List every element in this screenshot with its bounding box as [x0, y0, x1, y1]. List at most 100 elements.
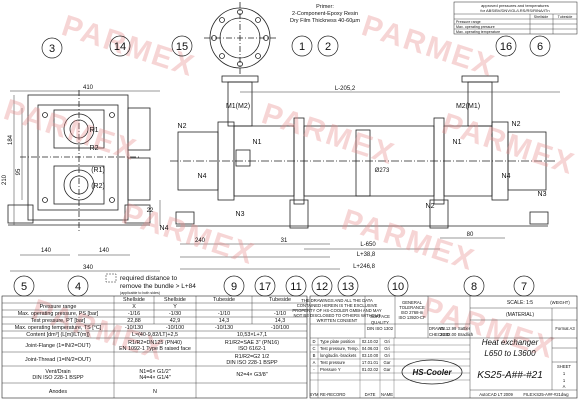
svg-text:Test pressure, PT [bar]: Test pressure, PT [bar]	[31, 318, 86, 324]
svg-text:Tubeside: Tubeside	[213, 297, 235, 303]
dimension-labels: 410 L-205,2 184 210 95 22 140 140 340 24…	[2, 85, 474, 271]
balloon-2: 2	[317, 35, 339, 57]
svg-text:N2: N2	[426, 203, 435, 210]
revision-history: D Type plate position 02.10.02 Gri C Tes…	[309, 338, 470, 398]
svg-text:L+246,8: L+246,8	[353, 264, 376, 270]
svg-text:L+38,8: L+38,8	[357, 252, 376, 258]
svg-text:Gri: Gri	[384, 353, 390, 358]
svg-text:210: 210	[2, 174, 8, 185]
removal-note: required distance to remove the bundle >…	[105, 273, 196, 295]
svg-text:N4: N4	[198, 173, 207, 180]
svg-text:SHEET: SHEET	[557, 364, 571, 369]
svg-text:10,53×L+7,1: 10,53×L+7,1	[237, 332, 267, 338]
svg-text:(applicable to both sides): (applicable to both sides)	[120, 291, 160, 295]
svg-text:Max. operating temperature, TS: Max. operating temperature, TS [°C]	[15, 325, 102, 331]
svg-text:01.02.02: 01.02.02	[362, 367, 379, 372]
svg-text:2-Component-Epoxy Resin: 2-Component-Epoxy Resin	[292, 11, 358, 17]
svg-text:02.12.99: 02.12.99	[440, 326, 457, 331]
svg-text:QUALITY: QUALITY	[371, 320, 389, 325]
svg-text:Tubeside: Tubeside	[269, 297, 291, 303]
svg-text:-10/130: -10/130	[125, 325, 143, 331]
title-block: THE DRAWINGS AND ALL THE DATA CONTAINED …	[292, 295, 578, 399]
svg-text:-10/100: -10/100	[166, 325, 184, 331]
balloon-14: 14	[109, 35, 131, 57]
svg-text:Pressure range: Pressure range	[456, 20, 481, 24]
svg-text:Joint-Flange (1=IN/2=OUT): Joint-Flange (1=IN/2=OUT)	[25, 343, 91, 349]
svg-text:9: 9	[231, 281, 237, 293]
svg-text:N2=4× G3/8": N2=4× G3/8"	[236, 372, 267, 378]
svg-text:(R2): (R2)	[91, 183, 105, 190]
svg-text:1: 1	[563, 371, 566, 376]
svg-text:N: N	[153, 389, 157, 395]
svg-text:DIN ISO 1302: DIN ISO 1302	[367, 326, 394, 331]
svg-text:B: B	[313, 353, 316, 358]
svg-text:Anodes: Anodes	[49, 389, 68, 395]
svg-text:12: 12	[316, 281, 328, 293]
svg-text:21.02.00: 21.02.00	[440, 332, 457, 337]
svg-text:22: 22	[147, 208, 154, 214]
svg-text:L650 to L3600: L650 to L3600	[484, 349, 536, 358]
svg-text:A: A	[313, 360, 316, 365]
svg-text:(R1): (R1)	[91, 167, 105, 174]
svg-text:04.06.03: 04.06.03	[362, 346, 379, 351]
svg-text:1: 1	[563, 378, 566, 383]
svg-text:CHECKED: CHECKED	[429, 332, 449, 337]
svg-text:M1(M2): M1(M2)	[226, 103, 250, 110]
balloon-1: 1	[291, 35, 313, 57]
svg-text:Shellside: Shellside	[164, 297, 186, 303]
svg-text:Bradlich: Bradlich	[458, 332, 474, 337]
svg-text:4: 4	[75, 281, 81, 293]
balloon-3: 3	[41, 37, 63, 59]
svg-text:Shellside: Shellside	[123, 297, 145, 303]
svg-text:Gri: Gri	[384, 346, 390, 351]
svg-text:R1/R2=G2 1/2: R1/R2=G2 1/2	[235, 354, 270, 360]
svg-text:C: C	[312, 346, 315, 351]
svg-text:N4=4× G1/4": N4=4× G1/4"	[139, 375, 170, 381]
svg-text:N2: N2	[178, 123, 187, 130]
svg-text:Vent/Drain: Vent/Drain	[45, 369, 70, 375]
svg-text:L-650: L-650	[360, 242, 376, 248]
svg-text:17: 17	[259, 281, 271, 293]
svg-text:Content [dm³] (L[m]/LT(m]): Content [dm³] (L[m]/LT(m])	[26, 332, 90, 338]
svg-text:140: 140	[41, 248, 52, 254]
svg-text:remove the bundle > L+84: remove the bundle > L+84	[120, 283, 196, 290]
svg-text:N3: N3	[538, 191, 547, 198]
svg-text:R1/R2=DN125 (PN40): R1/R2=DN125 (PN40)	[128, 340, 182, 346]
svg-text:-1/10: -1/10	[218, 311, 230, 317]
svg-text:Heat exchanger: Heat exchanger	[482, 338, 539, 347]
svg-text:ISO 2768-m: ISO 2768-m	[401, 310, 424, 315]
svg-text:N3: N3	[236, 211, 245, 218]
svg-text:WRITTEN CONSENT: WRITTEN CONSENT	[317, 318, 358, 323]
svg-text:SURFACE: SURFACE	[370, 314, 390, 319]
svg-text:6: 6	[537, 41, 543, 53]
svg-text:(MATERIAL): (MATERIAL)	[506, 312, 534, 318]
svg-text:14: 14	[114, 41, 126, 53]
svg-text:3: 3	[49, 43, 55, 55]
svg-text:DATE: DATE	[365, 392, 376, 397]
dimension-lines	[10, 90, 560, 272]
svg-text:N4: N4	[502, 173, 511, 180]
svg-text:11: 11	[290, 281, 301, 293]
svg-text:-10/130: -10/130	[215, 325, 233, 331]
svg-text:Tubeside: Tubeside	[558, 15, 573, 19]
svg-text:Max. operating temperature: Max. operating temperature	[456, 30, 500, 34]
svg-text:Test pressure: Test pressure	[320, 360, 346, 365]
svg-text:X: X	[132, 304, 136, 310]
svg-text:Max. operating pressure: Max. operating pressure	[456, 25, 495, 29]
svg-text:approved pressures and tempera: approved pressures and temperatures	[481, 3, 549, 8]
svg-text:THE DRAWINGS AND ALL THE DATA: THE DRAWINGS AND ALL THE DATA	[301, 298, 373, 303]
svg-text:AutoCAD LT 2009: AutoCAD LT 2009	[479, 392, 513, 397]
svg-text:31: 31	[281, 238, 288, 244]
company-logo: HS-Cooler	[401, 359, 463, 385]
svg-text:RE-RECORD: RE-RECORD	[320, 392, 345, 397]
svg-text:Gri: Gri	[384, 339, 390, 344]
svg-text:TOLERANCE: TOLERANCE	[399, 305, 425, 310]
svg-text:-1/10: -1/10	[274, 311, 286, 317]
svg-text:-10/100: -10/100	[271, 325, 289, 331]
svg-text:Y: Y	[173, 304, 177, 310]
svg-text:Joint-Thread (1=IN/2=OUT): Joint-Thread (1=IN/2=OUT)	[25, 357, 91, 363]
svg-text:410: 410	[83, 85, 94, 91]
svg-text:Ø273: Ø273	[375, 168, 390, 174]
svg-text:8: 8	[471, 281, 477, 293]
svg-text:14,3: 14,3	[275, 318, 286, 324]
